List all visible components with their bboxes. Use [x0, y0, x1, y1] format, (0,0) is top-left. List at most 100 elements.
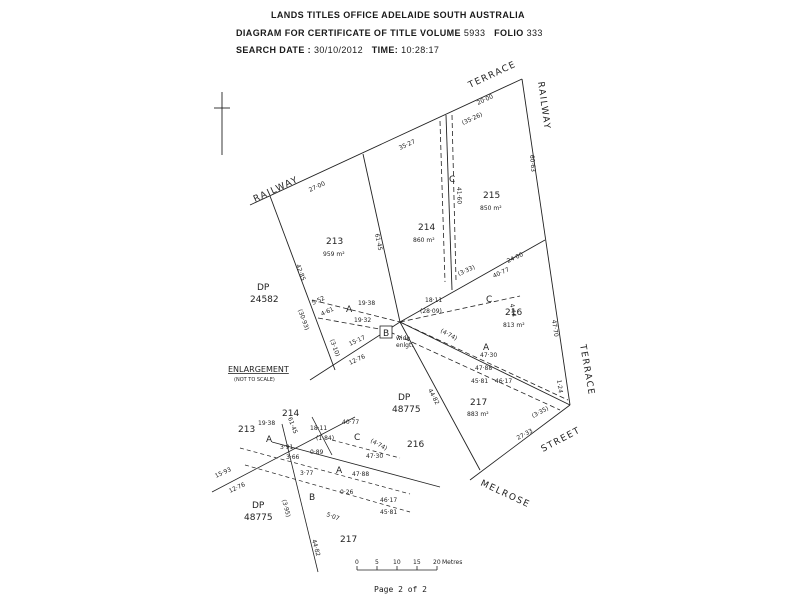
enl-lot-214-boundary — [311, 416, 333, 456]
dp-48775-label: DP — [398, 393, 411, 403]
enl-dim-507: 5·07 — [325, 511, 340, 522]
dim-1276: 12·76 — [348, 353, 367, 367]
lot-215-area: 850 m² — [480, 205, 502, 212]
time-label: TIME: — [371, 45, 399, 55]
lot-213-label: 213 — [326, 237, 343, 247]
lot-214-215-boundary — [445, 114, 453, 291]
search-info: SEARCH DATE : 30/10/2012 TIME: 10:28:17 — [236, 45, 439, 55]
search-date: 30/10/2012 — [313, 45, 363, 55]
road-label-melrose: MELROSE — [479, 479, 532, 511]
enl-dim-1938: 19·38 — [258, 420, 275, 427]
road-label-railway-left: RAILWAY — [252, 175, 300, 205]
enl-dim-4077: 40·77 — [342, 419, 359, 426]
dim-1811: 18·11 — [425, 297, 442, 304]
dim-3526: (35·26) — [461, 111, 484, 127]
lot-213-west-boundary — [269, 195, 336, 371]
enl-dim-1276: 12·76 — [228, 481, 247, 495]
enl-dim-474: (4·74) — [369, 438, 388, 453]
diagram-title: DIAGRAM FOR CERTIFICATE OF TITLE VOLUME … — [236, 28, 543, 38]
easement-b-label: B — [383, 329, 389, 339]
enl-easement-a-south — [244, 464, 411, 513]
enl-dim-4730: 47·30 — [366, 453, 383, 460]
easement-a-label: A — [346, 305, 353, 315]
enl-lot-216: 216 — [407, 440, 424, 450]
dim-1938: 19·38 — [358, 300, 375, 307]
enl-dim-4617: 46·17 — [380, 497, 397, 504]
enl-dim-1593: 15·93 — [214, 466, 233, 480]
enl-easement-c: C — [354, 433, 360, 443]
enlgt-note: enlgt. — [396, 342, 413, 349]
dim-4617: 46·17 — [495, 378, 512, 385]
scale-bar — [356, 566, 438, 571]
dim-4788: 47·88 — [475, 365, 492, 372]
enl-lot-217: 217 — [340, 535, 357, 545]
enl-dim-6145: 61·45 — [286, 416, 299, 435]
search-date-label: SEARCH DATE : — [236, 45, 312, 55]
folio-number: 333 — [526, 28, 543, 38]
dim-3333: (3·33) — [457, 264, 476, 278]
lot-217-west-boundary — [399, 321, 481, 471]
search-time: 10:28:17 — [401, 45, 440, 55]
scale-tick-10: 10 — [393, 559, 401, 566]
dim-335: (3·35) — [531, 405, 550, 420]
lot-216-area: 813 m² — [503, 322, 525, 329]
enl-easement-a-2: A — [336, 466, 343, 476]
lot-216-label: 216 — [505, 308, 522, 318]
easement-c-label-2: C — [486, 295, 492, 305]
dim-3310: (3·10) — [328, 338, 341, 357]
enl-easement-a-north — [239, 447, 411, 495]
enl-lot-boundary — [271, 441, 441, 488]
enl-dim-366: 3·66 — [286, 454, 300, 461]
enlargement-subtitle: (NOT TO SCALE) — [234, 377, 275, 383]
lot-217-label: 217 — [470, 398, 487, 408]
enl-dim-026: 0·26 — [340, 489, 354, 496]
enlargement-title: ENLARGEMENT — [228, 365, 289, 374]
enl-dim-4482: 44·82 — [310, 539, 321, 558]
lot-215-216-boundary — [399, 239, 546, 323]
enl-dp-label: DP — [252, 501, 265, 511]
easement-a-east-south — [389, 331, 561, 411]
dim-2700: 27·00 — [308, 180, 327, 194]
enl-south-boundary — [211, 416, 356, 493]
enl-dim-089: 0·89 — [310, 449, 324, 456]
railway-east-boundary — [521, 78, 571, 406]
office-title: LANDS TITLES OFFICE ADELAIDE SOUTH AUSTR… — [271, 10, 525, 20]
enl-dim-4581: 45·81 — [380, 509, 397, 516]
dim-2733: 27·33 — [516, 427, 535, 441]
enl-dim-3095: (3·95) — [280, 499, 291, 518]
easement-a-label-2: A — [483, 343, 490, 353]
scale-tick-5: 5 — [375, 559, 379, 566]
dp-48775-number: 48775 — [392, 405, 421, 415]
scale-unit: Metres — [442, 559, 462, 566]
dim-461: 4·61 — [320, 306, 335, 318]
enl-easement-b: B — [309, 493, 315, 503]
easement-c-west — [439, 120, 446, 283]
railway-terrace-boundary — [249, 78, 523, 206]
dp-24582-number: 24582 — [250, 295, 279, 305]
enl-dim-391: 3·91 — [280, 444, 294, 451]
enl-dp-number: 48775 — [244, 513, 273, 523]
dim-4160: 41·60 — [455, 187, 463, 205]
enl-easement-a-1: A — [266, 435, 273, 445]
lot-214-label: 214 — [418, 223, 435, 233]
enl-lot-214: 214 — [282, 409, 299, 419]
easement-c-label: C — [449, 175, 455, 185]
easement-b-box — [379, 325, 393, 339]
dim-444: 4·44 — [508, 303, 517, 318]
road-label-street: STREET — [540, 425, 583, 454]
easement-a-north — [311, 299, 401, 323]
dim-2000: 20·00 — [476, 93, 495, 107]
enl-lot-213: 213 — [238, 425, 255, 435]
enl-dim-377: 3·77 — [300, 470, 314, 477]
road-label-railway-right: RAILWAY — [535, 81, 552, 131]
dim-4581: 45·81 — [471, 378, 488, 385]
road-label-terrace-top: TERRACE — [466, 60, 518, 91]
lot-213-area: 959 m² — [323, 251, 345, 258]
wide-note: wide — [396, 335, 410, 342]
lot-213-214-boundary — [362, 153, 401, 323]
dim-2400: 24·00 — [506, 251, 525, 265]
volume-number: 5933 — [463, 28, 486, 38]
dim-4770: 47·70 — [550, 319, 559, 337]
page-indicator: Page 2 of 2 — [374, 585, 427, 594]
